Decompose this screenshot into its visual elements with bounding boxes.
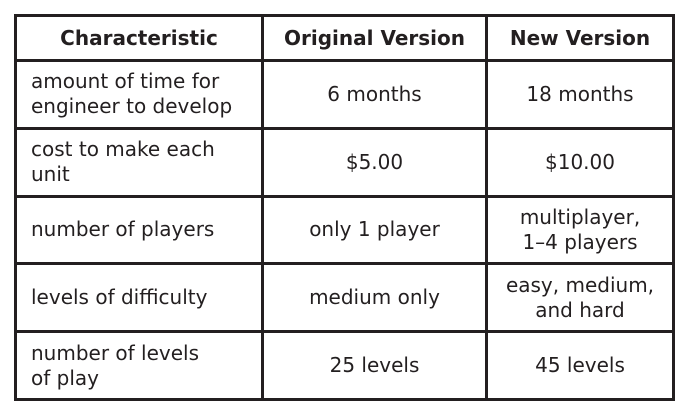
cell-new-version: 45 levels <box>485 330 675 401</box>
cell-original-version: 25 levels <box>261 330 488 401</box>
cell-text-line: easy, medium, <box>505 272 655 297</box>
cell-text-line: of play <box>31 365 99 390</box>
cell-characteristic: number of players <box>14 194 264 266</box>
comparison-table-container: Characteristic Original Version New Vers… <box>14 14 675 401</box>
table-header-row: Characteristic Original Version New Vers… <box>14 14 675 62</box>
cell-text-line: medium only <box>309 285 440 310</box>
cell-characteristic: levels of difficulty <box>14 262 264 334</box>
cell-text-line: 18 months <box>526 81 634 106</box>
cell-text-line: amount of time for <box>31 69 220 94</box>
cell-text-line: and hard <box>535 297 625 322</box>
cell-text-line: $10.00 <box>545 149 615 174</box>
cell-text-line: number of players <box>31 217 215 242</box>
cell-text-line: unit <box>31 162 70 187</box>
header-characteristic: Characteristic <box>14 14 264 62</box>
cell-text-line: only 1 player <box>309 217 440 242</box>
cell-text-line: 6 months <box>327 81 422 106</box>
cell-new-version: easy, medium,and hard <box>485 262 675 334</box>
cell-text-line: 45 levels <box>535 353 625 378</box>
cell-text-line: engineer to develop <box>31 94 233 119</box>
table-row: number of players only 1 player multiplaye… <box>14 194 675 266</box>
cell-text-line: 25 levels <box>329 353 420 378</box>
cell-text-line: levels of difficulty <box>31 285 208 310</box>
cell-text-line: 1–4 players <box>522 229 638 254</box>
cell-text-line: cost to make each <box>31 137 215 162</box>
cell-original-version: medium only <box>261 262 488 334</box>
cell-text-line: number of levels <box>31 340 200 365</box>
cell-new-version: multiplayer,1–4 players <box>485 194 675 266</box>
cell-text-line: multiplayer, <box>519 204 641 229</box>
header-original-version: Original Version <box>261 14 488 62</box>
cell-original-version: 6 months <box>261 59 488 130</box>
cell-original-version: only 1 player <box>261 194 488 266</box>
cell-new-version: $10.00 <box>485 126 675 198</box>
cell-original-version: $5.00 <box>261 126 488 198</box>
table-row: levels of difficulty medium only easy, med… <box>14 262 675 334</box>
comparison-table: Characteristic Original Version New Vers… <box>14 14 675 401</box>
cell-text-line: $5.00 <box>345 149 404 174</box>
header-new-version: New Version <box>485 14 675 62</box>
cell-new-version: 18 months <box>485 59 675 130</box>
